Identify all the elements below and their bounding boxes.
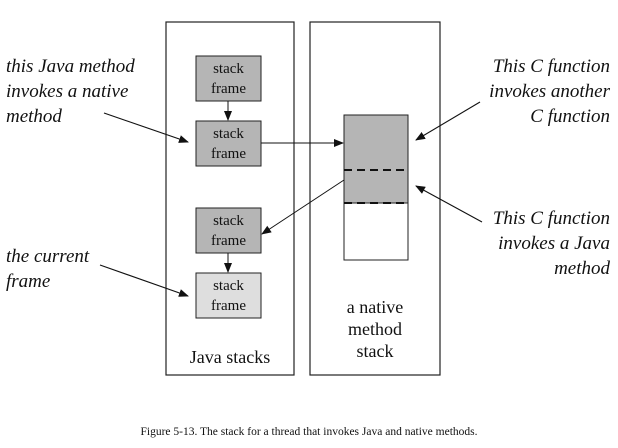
pointer-c-invokes-c [415, 101, 481, 141]
java-frame-2 [195, 120, 262, 167]
java-frame-3-label: stack frame [211, 213, 246, 249]
java-frame-1 [195, 55, 262, 102]
java-frame-4-label: stack frame [211, 278, 246, 314]
figure-caption: Figure 5-13. The stack for a thread that… [140, 426, 478, 438]
native-stack-label: a native method stack [346, 297, 404, 361]
annotation-java-invokes-native: this Java method invokes a native method [6, 56, 135, 127]
java-frame-3 [195, 207, 262, 254]
pointer-c-invokes-java [415, 185, 483, 223]
java-frame-1-label: stack frame [211, 61, 246, 97]
native-stack-filled [343, 114, 409, 204]
annotation-c-invokes-java: This C function invokes a Java method [492, 208, 610, 279]
annotation-current-frame: the current frame [6, 246, 90, 292]
pointer-current-frame [99, 264, 189, 297]
java-frame-4-current [195, 272, 262, 319]
java-stacks-label: Java stacks [189, 347, 271, 367]
pointer-java-invokes-native [103, 112, 189, 143]
annotation-c-invokes-c: This C function invokes another C functi… [489, 56, 610, 127]
java-frame-2-label: stack frame [211, 126, 246, 162]
native-to-java-arrow [261, 179, 345, 235]
java-stacks-container [165, 21, 295, 376]
